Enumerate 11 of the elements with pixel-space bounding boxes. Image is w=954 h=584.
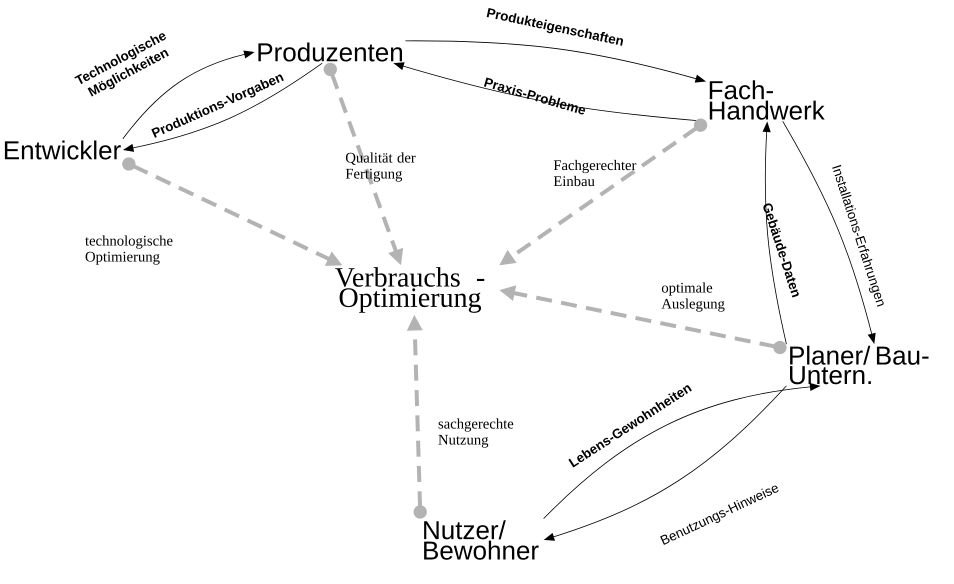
node-label: Produzenten	[258, 42, 402, 62]
edge-label: optimale Auslegung	[661, 282, 725, 312]
node-label: Fach- Handwerk	[710, 80, 825, 120]
node-label: Verbrauchs - Optimierung	[335, 267, 484, 313]
node-label: Nutzer/ Bewohner	[424, 520, 539, 560]
node-label: Planer/ Bau-Untern.	[790, 346, 929, 384]
edge-label: Fachgerechter Einbau	[554, 160, 636, 186]
edge-label: technologische Optimierung	[85, 235, 172, 265]
edge-label: Qualität der Fertigung	[346, 152, 416, 182]
edge-label: sachgerechte Nutzung	[438, 418, 514, 448]
node-label: Entwickler	[4, 140, 121, 160]
